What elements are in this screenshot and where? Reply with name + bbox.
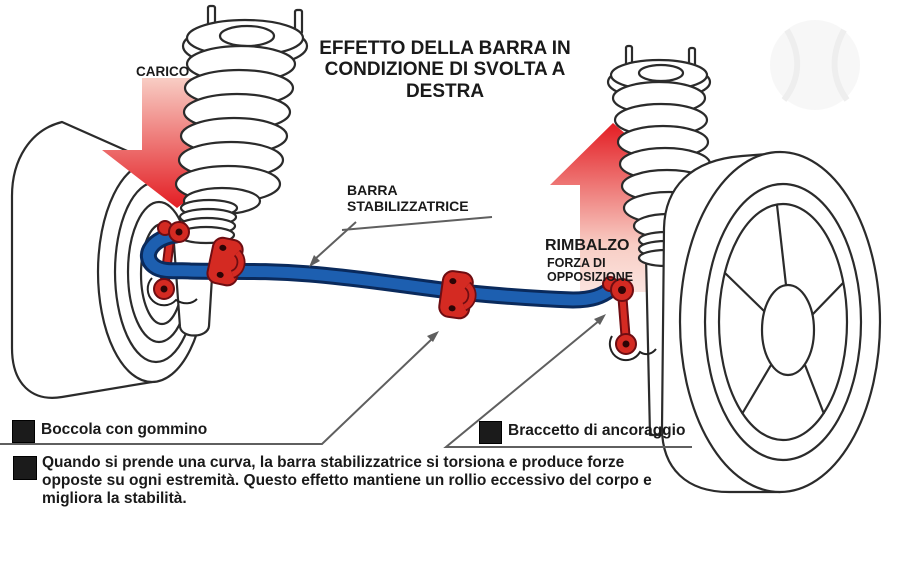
- leader-lines: [0, 216, 692, 448]
- bar-bushing-bracket-left: [206, 236, 246, 287]
- watermark-ball-icon: [770, 20, 860, 110]
- right-wheel: [660, 150, 882, 494]
- anchor-arm-label: Braccetto di ancoraggio: [508, 422, 686, 439]
- left-strut: [171, 4, 309, 337]
- load-label: CARICO: [136, 64, 190, 79]
- stabilizer-bar: [139, 226, 620, 309]
- rebound-label: RIMBALZO: [545, 237, 630, 254]
- diagram-title: EFFETTO DELLA BARRA IN CONDIZIONE DI SVO…: [319, 38, 571, 102]
- end-link-bushings: [153, 220, 637, 355]
- description-text: Quando si prende una curva, la barra sta…: [42, 454, 652, 507]
- bushing-label: Boccola con gommino: [41, 421, 208, 438]
- bushing-bullet-icon: [12, 420, 35, 443]
- opposition-force-label: FORZA DI OPPOSIZIONE: [547, 256, 634, 284]
- stabilizer-bar-label: BARRA STABILIZZATRICE: [347, 182, 469, 214]
- description-bullet-icon: [13, 456, 37, 480]
- bar-bushing-bracket-right: [438, 270, 477, 320]
- anchor-arm-bullet-icon: [479, 421, 502, 444]
